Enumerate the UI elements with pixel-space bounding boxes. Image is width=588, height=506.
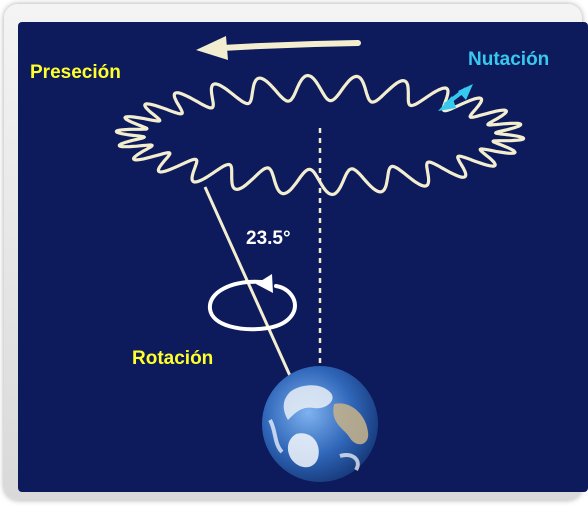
- angle-label: 23.5°: [246, 228, 291, 249]
- precession-label: Preseción: [30, 62, 121, 83]
- precession-ring: [114, 73, 526, 197]
- rotation-arrow-icon: [207, 274, 297, 332]
- rotation-label: Rotación: [132, 348, 213, 369]
- diagram-panel: Preseción Nutación 23.5° Rotación: [18, 22, 588, 492]
- precession-arrow-icon: [196, 36, 361, 60]
- nutation-arrow-icon: [438, 84, 473, 111]
- precession-diagram: Preseción Nutación 23.5° Rotación: [30, 36, 549, 482]
- nutation-label: Nutación: [468, 49, 549, 70]
- earth-globe-icon: [262, 366, 378, 482]
